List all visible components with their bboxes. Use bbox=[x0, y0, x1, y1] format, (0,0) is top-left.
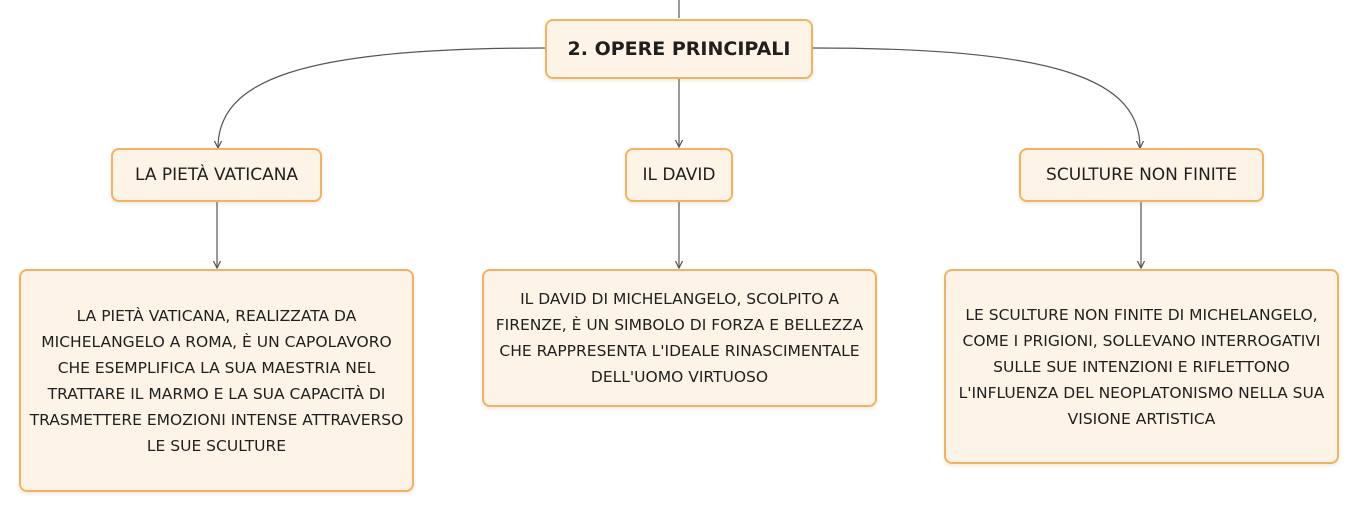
node-pieta-vaticana[interactable]: LA PIETÀ VATICANA bbox=[111, 148, 322, 202]
desc-david-text: IL DAVID DI MICHELANGELO, SCOLPITO A FIR… bbox=[495, 290, 864, 386]
desc-pieta-text: LA PIETÀ VATICANA, REALIZZATA DA MICHELA… bbox=[29, 306, 404, 455]
root-node[interactable]: 2. OPERE PRINCIPALI bbox=[545, 19, 813, 79]
desc-sculture-non-finite[interactable]: LE SCULTURE NON FINITE DI MICHELANGELO, … bbox=[944, 269, 1339, 464]
node-pieta-label: LA PIETÀ VATICANA bbox=[134, 165, 299, 185]
root-label: 2. OPERE PRINCIPALI bbox=[567, 38, 791, 60]
node-sculture-label: SCULTURE NON FINITE bbox=[1046, 165, 1237, 185]
link-root-pieta bbox=[218, 47, 547, 148]
node-sculture-non-finite[interactable]: SCULTURE NON FINITE bbox=[1019, 148, 1264, 202]
link-root-sculture bbox=[812, 47, 1140, 148]
node-david-label: IL DAVID bbox=[642, 165, 716, 185]
desc-sculture-text: LE SCULTURE NON FINITE DI MICHELANGELO, … bbox=[958, 305, 1325, 428]
desc-pieta-vaticana[interactable]: LA PIETÀ VATICANA, REALIZZATA DA MICHELA… bbox=[19, 269, 414, 492]
node-david[interactable]: IL DAVID bbox=[625, 148, 733, 202]
desc-david[interactable]: IL DAVID DI MICHELANGELO, SCOLPITO A FIR… bbox=[482, 269, 877, 407]
